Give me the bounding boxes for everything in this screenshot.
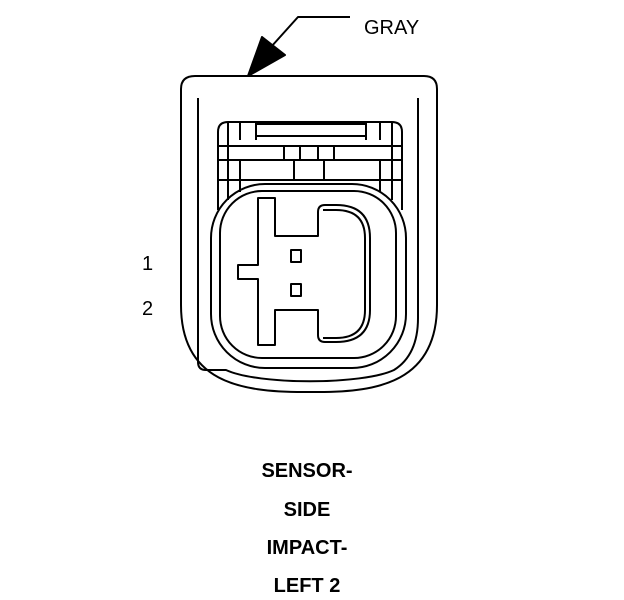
housing-inner-border: [197, 98, 419, 383]
connector-color-label: GRAY: [364, 17, 420, 39]
pin-1-terminal: [290, 249, 302, 263]
cavity-inner-edge: [323, 209, 366, 339]
caption-line-2: SIDE: [283, 499, 331, 521]
caption-line-4: LEFT 2: [273, 575, 341, 597]
caption-line-3: IMPACT-: [266, 537, 348, 559]
color-leader-arrow: [247, 16, 350, 77]
latch-tab: [217, 121, 403, 210]
plug-face: [219, 190, 397, 359]
caption-line-1: SENSOR-: [261, 460, 353, 482]
pin-2-label: 2: [142, 298, 154, 320]
cavity-outline: [237, 197, 371, 346]
pin-1-label: 1: [142, 253, 154, 275]
pin-2-terminal: [290, 283, 302, 297]
seal-ring: [210, 183, 407, 369]
connector-housing: [180, 75, 438, 393]
